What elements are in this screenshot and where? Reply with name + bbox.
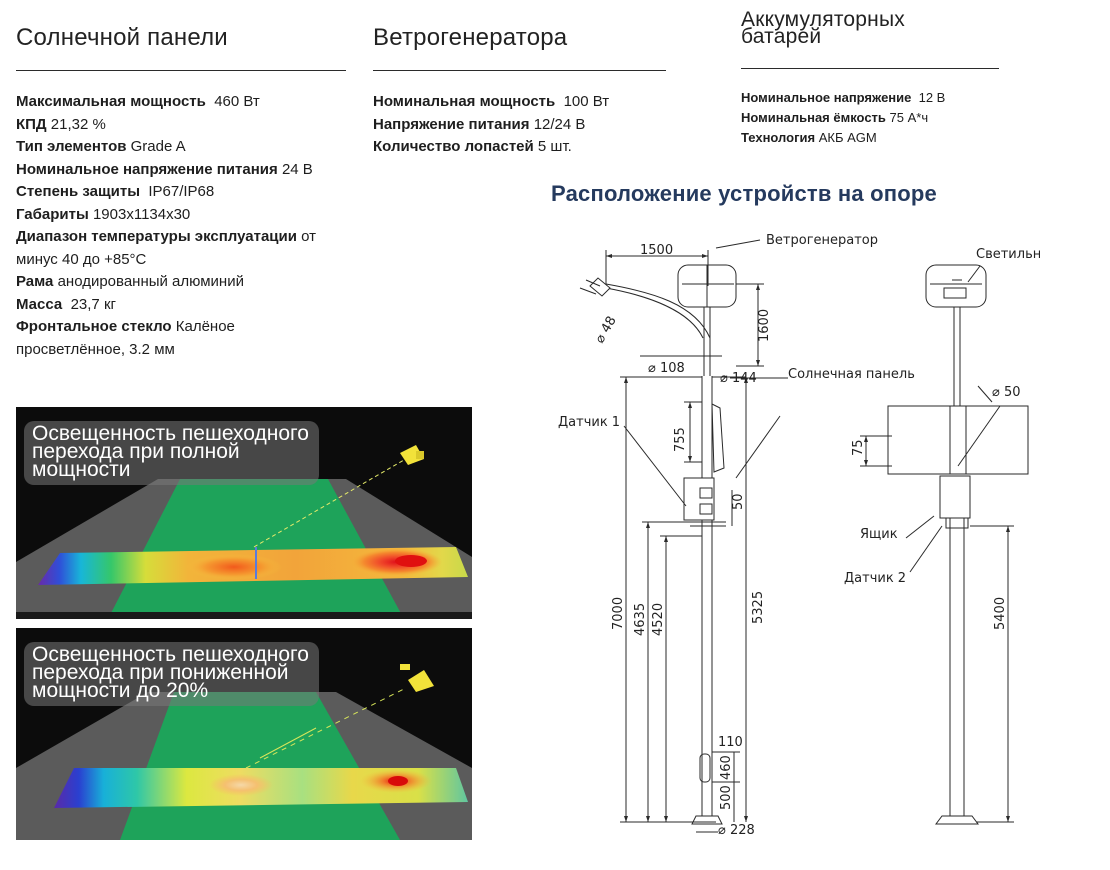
- placement-title: Расположение устройств на опоре: [551, 181, 937, 206]
- spec-row: Номинальное напряжение питания 24 В: [16, 160, 313, 178]
- battery-title-rule: [741, 68, 999, 69]
- lamp-shape: [943, 287, 967, 299]
- luminaire-icon: [400, 664, 434, 692]
- dim-w110: 110: [718, 735, 743, 750]
- dim-arm: 1500: [640, 243, 673, 258]
- spec-row: КПД 21,32 %: [16, 115, 106, 133]
- label-sensor-2: Датчик 2: [844, 571, 906, 586]
- dim-d108: ⌀ 108: [648, 361, 685, 376]
- label-wind-generator: Ветрогенератор: [766, 233, 878, 248]
- pole-technical-drawing: Ветрогенератор Светильник Солнечная пане…: [558, 233, 1040, 838]
- spec-row: Технология АКБ AGM: [741, 130, 877, 145]
- dim-h75: 75: [851, 439, 866, 456]
- wind-title: Ветрогенератора: [373, 24, 568, 51]
- spec-row: Диапазон температуры эксплуатации от мин…: [16, 228, 317, 268]
- wind-title-rule: [373, 70, 666, 71]
- illumination-reduced-power: Освещенность пешеходного перехода при по…: [16, 628, 472, 840]
- illumination-label: Освещенность пешеходного перехода при по…: [24, 642, 319, 706]
- spec-row: Степень защиты IP67/IP68: [16, 183, 215, 200]
- wind-specs: Номинальная мощность 100 Вт Напряжение п…: [373, 91, 693, 159]
- spec-row: Масса 23,7 кг: [16, 295, 116, 313]
- spec-row: Номинальная ёмкость 75 А*ч: [741, 110, 929, 125]
- wind-turbine-shape: [925, 264, 987, 308]
- dim-h50: 50: [731, 493, 746, 510]
- dim-h500: 500: [719, 785, 734, 810]
- spec-row: Напряжение питания 12/24 В: [373, 115, 586, 133]
- spec-row: Фронтальное стекло Калёное просветлённое…: [16, 318, 235, 358]
- dim-h4635: 4635: [633, 603, 648, 636]
- dim-h755: 755: [673, 427, 688, 452]
- label-solar-panel: Солнечная панель: [788, 367, 915, 382]
- spec-row: Габариты 1903x1134x30: [16, 205, 191, 223]
- solar-panel-shape: [711, 403, 725, 473]
- dim-d50: ⌀ 50: [992, 385, 1021, 400]
- box-shape: [939, 475, 971, 519]
- dim-h5400: 5400: [993, 597, 1008, 630]
- label-sensor-1: Датчик 1: [558, 415, 620, 430]
- spec-row: Номинальная мощность 100 Вт: [373, 93, 610, 110]
- dim-h1600: 1600: [757, 309, 772, 342]
- dim-h4520: 4520: [651, 603, 666, 636]
- luminaire-icon: [400, 445, 424, 465]
- illumination-full-power: Освещенность пешеходного перехода при по…: [16, 407, 472, 619]
- label-lamp: Светильник: [976, 247, 1040, 262]
- solar-title: Солнечной панели: [16, 24, 228, 51]
- spec-row: Количество лопастей 5 шт.: [373, 138, 572, 155]
- spec-row: Номинальное напряжение 12 В: [741, 90, 946, 105]
- solar-panel-shape: [887, 405, 1029, 475]
- solar-specs: Максимальная мощность 460 Вт КПД 21,32 %…: [16, 91, 356, 361]
- dim-h460: 460: [719, 755, 734, 780]
- illumination-label: Освещенность пешеходного перехода при по…: [24, 421, 319, 485]
- solar-title-rule: [16, 70, 346, 71]
- dim-d48: ⌀ 48: [592, 314, 619, 346]
- label-box: Ящик: [860, 527, 898, 542]
- spec-row: Тип элементов Grade A: [16, 138, 186, 155]
- dim-h5325: 5325: [751, 591, 766, 624]
- battery-title: Аккумуляторных батарей: [741, 8, 905, 48]
- battery-specs: Номинальное напряжение 12 В Номинальная …: [741, 88, 1061, 148]
- dim-d144: ⌀ 144: [720, 371, 757, 386]
- spec-row: Максимальная мощность 460 Вт: [16, 93, 260, 110]
- luminaire-shape: [579, 277, 611, 297]
- dim-h7000: 7000: [611, 597, 626, 630]
- spec-row: Рама анодированный алюминий: [16, 273, 244, 290]
- box-shape: [683, 477, 715, 521]
- dim-d228: ⌀ 228: [718, 823, 755, 838]
